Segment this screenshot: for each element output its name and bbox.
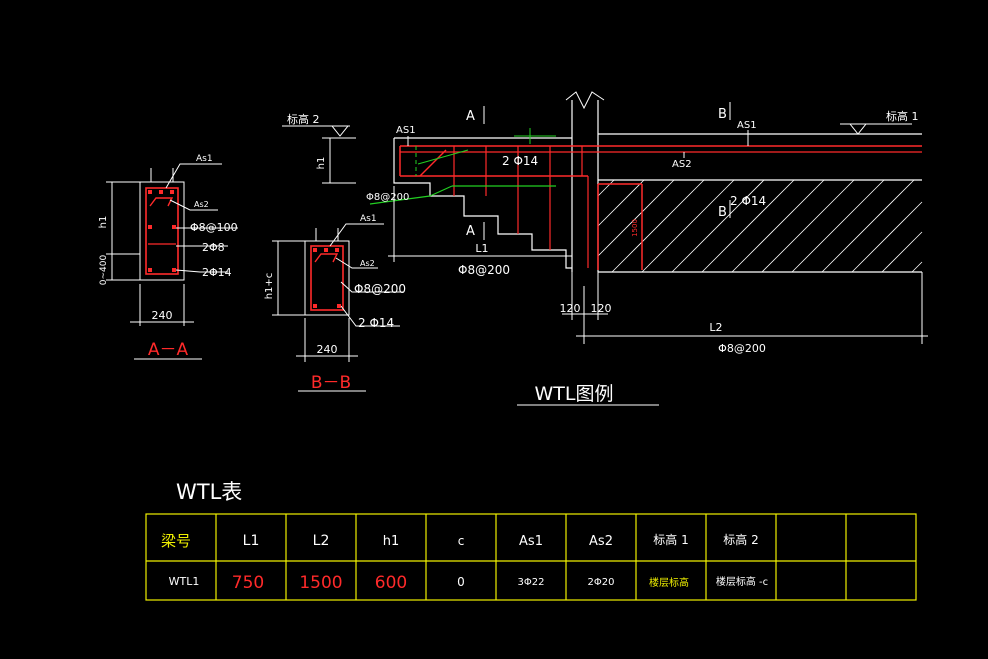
bb-stirrup-label: Φ8@200 xyxy=(354,282,406,296)
cell-c: 0 xyxy=(457,575,465,589)
as1-left-label: AS1 xyxy=(396,125,416,136)
bars-right-label: 2 Φ14 xyxy=(730,194,766,208)
l2-label: L2 xyxy=(709,321,722,334)
elev1-label: 标高 1 xyxy=(886,109,919,123)
header-l1: L1 xyxy=(243,533,260,549)
section-aa: As1 As2 Φ8@100 2Φ8 2Φ14 h1 0~400 240 A－A xyxy=(98,154,238,360)
aa-400-label: 0~400 xyxy=(99,255,109,286)
l2-stirrup-label: Φ8@200 xyxy=(718,342,766,355)
legend-title: WTL图例 xyxy=(535,383,614,405)
aa-as2-label: As2 xyxy=(194,200,209,209)
aa-stirrup-label: Φ8@100 xyxy=(190,221,238,234)
header-elev1: 标高 1 xyxy=(653,532,688,547)
bb-stirrup xyxy=(310,245,344,311)
bb-h1c-label: h1+c xyxy=(264,273,275,300)
header-c: c xyxy=(458,534,465,548)
bb-width-label: 240 xyxy=(317,343,338,356)
bars-top-label: 2 Φ14 xyxy=(502,154,538,168)
bb-outline xyxy=(304,240,350,316)
header-beam-no: 梁号 xyxy=(161,532,191,550)
cell-elev1: 楼层标高 xyxy=(649,576,689,589)
dim-120a-label: 120 xyxy=(560,302,581,315)
aa-stirrup xyxy=(145,187,179,275)
cell-h1: 600 xyxy=(375,573,407,593)
header-elev2: 标高 2 xyxy=(723,532,758,547)
section-bb: As1 As2 Φ8@200 2 Φ14 h1+c 240 B－B xyxy=(264,214,406,393)
aa-bars-mid-label: 2Φ8 xyxy=(202,241,225,254)
dim-120b-label: 120 xyxy=(591,302,612,315)
table-frame xyxy=(145,513,917,601)
elev-h1-label: h1 xyxy=(316,157,327,170)
l1-stirrup-label: Φ8@200 xyxy=(458,263,510,277)
aa-width-label: 240 xyxy=(152,309,173,322)
header-as1: As1 xyxy=(519,534,543,549)
aa-as1-label: As1 xyxy=(196,154,213,164)
dim-1500-label: 1500 xyxy=(631,219,639,237)
b-top-label: B xyxy=(718,107,727,122)
bb-bars-label: 2 Φ14 xyxy=(358,316,394,330)
as1-right-label: AS1 xyxy=(737,120,757,131)
l1-label: L1 xyxy=(475,242,488,255)
hatch-area xyxy=(597,179,923,273)
bb-title: B－B xyxy=(311,373,351,393)
bb-as1-label: As1 xyxy=(360,214,377,224)
cell-l1: 750 xyxy=(232,573,264,593)
aa-outline xyxy=(139,181,185,281)
stirrup-small-label: Φ8@200 xyxy=(366,192,409,203)
table-title: WTL表 xyxy=(176,480,242,504)
a-bot-label: A xyxy=(466,224,475,239)
b-mid-label: B xyxy=(718,205,727,220)
aa-bars-bot-label: 2Φ14 xyxy=(202,266,232,279)
aa-title: A－A xyxy=(148,340,189,360)
cell-as2: 2Φ20 xyxy=(588,577,615,588)
bb-as2-label: As2 xyxy=(360,259,375,268)
a-top-label: A xyxy=(466,109,475,124)
header-l2: L2 xyxy=(313,533,330,549)
cell-l2: 1500 xyxy=(299,573,342,593)
as2-label: AS2 xyxy=(672,159,692,170)
cell-beam-no: WTL1 xyxy=(169,575,200,588)
header-as2: As2 xyxy=(589,534,613,549)
cell-elev2: 楼层标高 -c xyxy=(716,575,768,588)
wtl-elevation: 标高 2 h1 1500 xyxy=(282,91,928,406)
elev2-label: 标高 2 xyxy=(287,112,320,126)
aa-h1-label: h1 xyxy=(98,216,109,229)
cell-as1: 3Φ22 xyxy=(518,577,545,588)
header-h1: h1 xyxy=(383,534,400,549)
wtl-table: WTL表 梁号 L1 L2 h1 c As1 As2 标高 1 标高 2 WTL… xyxy=(145,480,917,601)
